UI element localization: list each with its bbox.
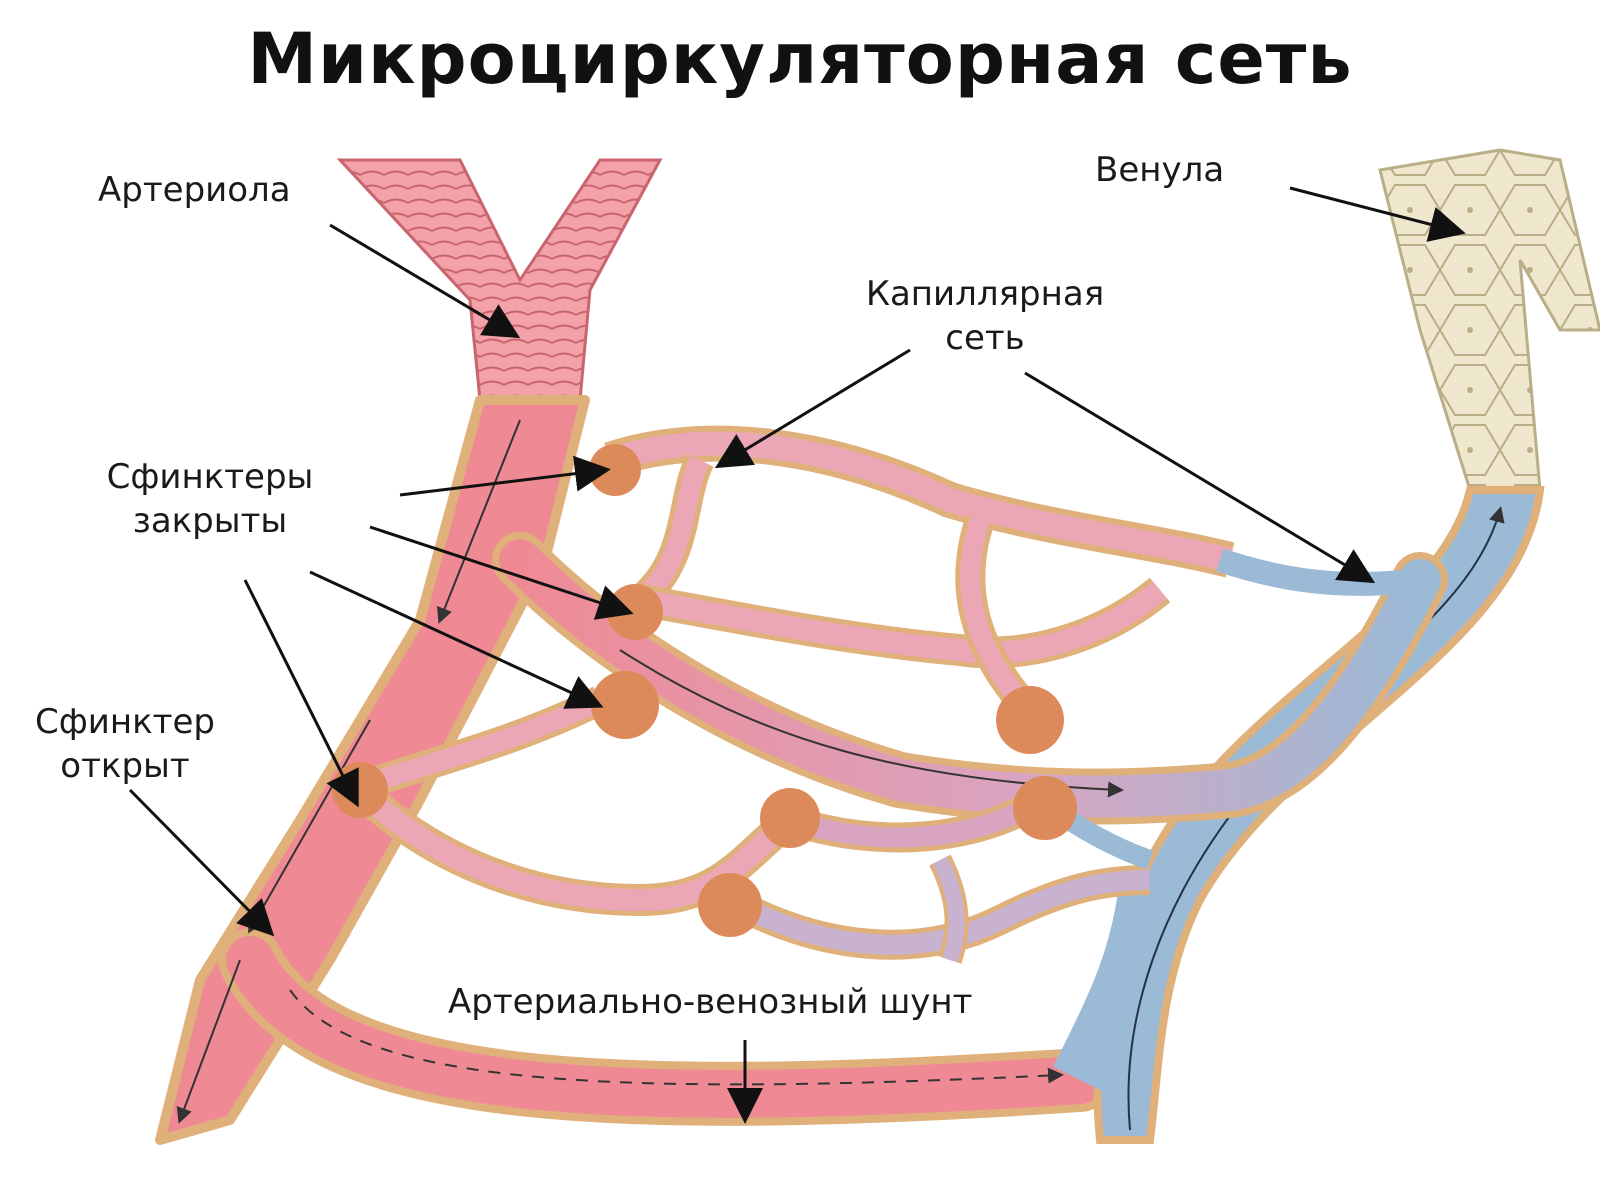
sphincters-closed-label: Сфинктеры закрыты (95, 455, 325, 543)
av-shunt-label: Артериально-венозный шунт (448, 982, 973, 1022)
av-shunt-vessel (218, 928, 1112, 1126)
diagram-title: Микроциркуляторная сеть (247, 18, 1353, 100)
venule-arrow (1289, 186, 1466, 242)
sphincters-closed-arrow-4 (243, 579, 359, 808)
sphincter-open-line2: открыт (60, 746, 190, 786)
sphincters-closed-line1: Сфинктеры (106, 457, 314, 497)
sphincter-2 (607, 584, 663, 640)
capillary-label-line1: Капиллярная (865, 274, 1105, 314)
capillary-arrow-1 (714, 348, 911, 469)
venule-vessel (1378, 148, 1600, 492)
sphincter-6 (1013, 776, 1077, 840)
sphincters-closed-arrow-3 (309, 570, 604, 709)
sphincter-open-arrow (128, 788, 275, 937)
sphincter-open-label: Сфинктер открыт (20, 700, 230, 788)
sphincter-3 (591, 671, 659, 739)
sphincter-open-line1: Сфинктер (35, 702, 215, 742)
sphincters-closed-arrow-2 (369, 525, 634, 620)
arteriole-arrow (329, 223, 521, 339)
sphincter-8 (698, 873, 762, 937)
capillary-label-line2: сеть (945, 318, 1025, 358)
sphincters-closed-line2: закрыты (132, 501, 288, 541)
capillary-arrow-2 (1024, 371, 1376, 584)
sphincters-closed-arrow-1 (399, 455, 611, 497)
sphincter-5 (996, 686, 1064, 754)
sphincter-7 (760, 788, 820, 848)
capillary-network-label: Капиллярная сеть (840, 272, 1130, 360)
artery-flow-arrows (176, 419, 521, 1124)
capillary-network (348, 425, 1448, 964)
arteriole-label: Артериола (98, 170, 291, 210)
venule-label: Венула (1095, 150, 1225, 190)
label-arrows (128, 186, 1466, 1124)
